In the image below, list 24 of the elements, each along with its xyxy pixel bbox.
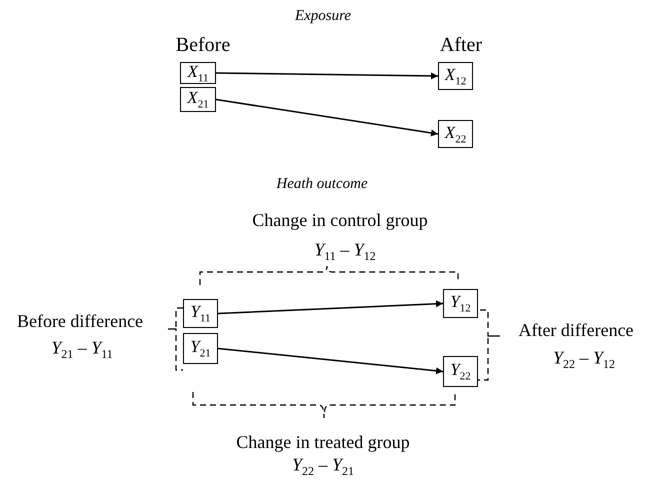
arrow bbox=[216, 98, 438, 136]
bracket-label: After difference bbox=[518, 321, 634, 341]
variable-box: Y$_{21}$ bbox=[183, 333, 218, 364]
section-heading: Heath outcome bbox=[276, 176, 368, 192]
bracket-label: Change in treated group bbox=[236, 433, 410, 453]
variable-box: Y$_{22}$ bbox=[443, 356, 478, 387]
variable-box: Y$_{12}$ bbox=[443, 289, 478, 318]
variable-box: X$_{21}$ bbox=[180, 87, 216, 112]
difference-formula: Y$_{22}$ – Y$_{12}$ bbox=[552, 348, 616, 372]
variable-box: X$_{22}$ bbox=[438, 120, 473, 148]
column-heading: Before bbox=[176, 34, 230, 56]
variable-box: Y$_{11}$ bbox=[183, 299, 218, 328]
difference-formula: Y$_{22}$ – Y$_{21}$ bbox=[292, 456, 354, 478]
variable-box: X$_{12}$ bbox=[438, 62, 473, 90]
section-heading: Exposure bbox=[294, 8, 352, 24]
variable-box: X$_{11}$ bbox=[180, 62, 216, 84]
difference-formula: Y$_{21}$ – Y$_{11}$ bbox=[51, 338, 113, 362]
arrow bbox=[218, 348, 444, 374]
difference-formula: Y$_{11}$ – Y$_{12}$ bbox=[314, 240, 376, 264]
column-heading: After bbox=[440, 34, 482, 56]
bracket-label: Before difference bbox=[16, 312, 144, 332]
arrow bbox=[218, 300, 444, 314]
arrow bbox=[216, 72, 438, 80]
bracket-label: Change in control group bbox=[252, 211, 428, 231]
